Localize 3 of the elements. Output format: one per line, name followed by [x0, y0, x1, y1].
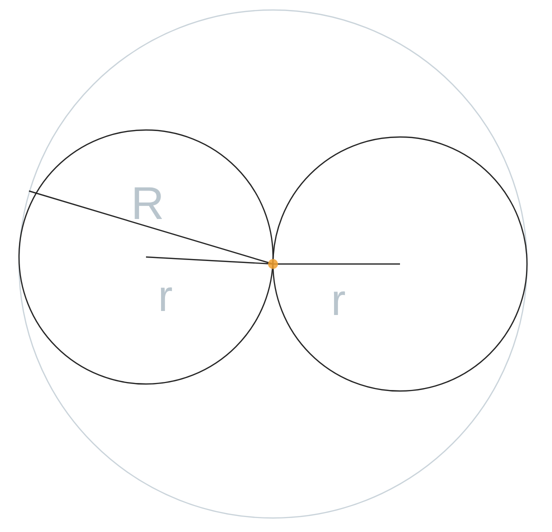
radius-label: r: [331, 279, 346, 323]
radius-label: r: [158, 275, 173, 319]
radius-label: R: [131, 180, 164, 226]
